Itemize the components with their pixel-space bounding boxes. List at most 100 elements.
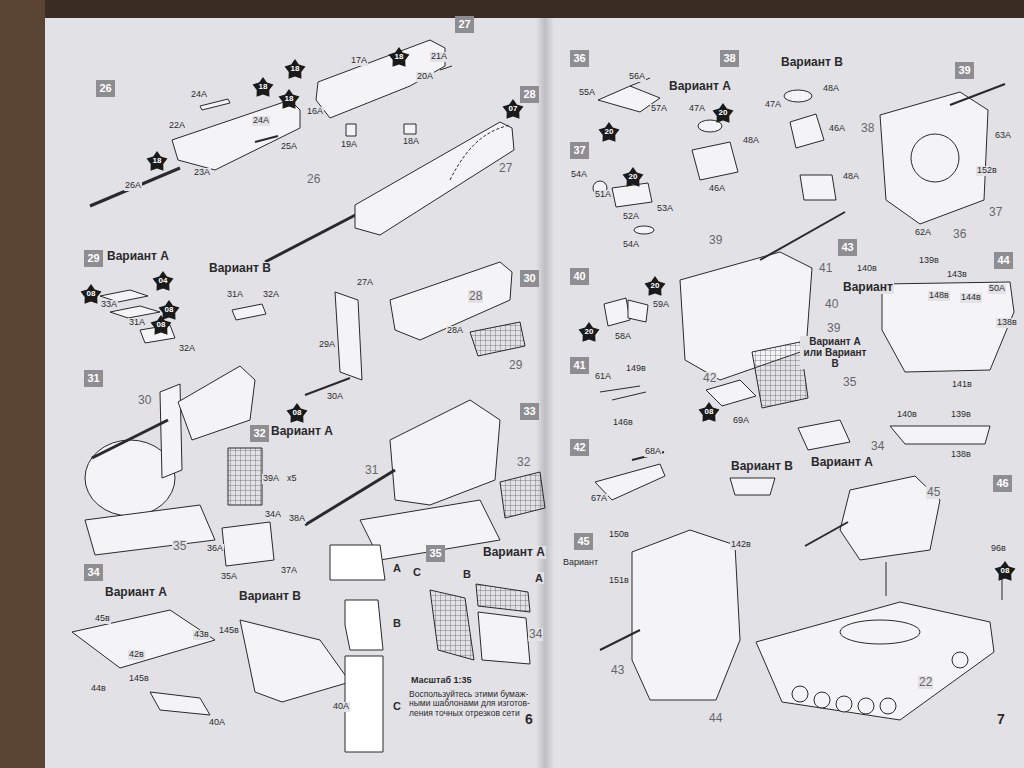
part-number: 140в: [856, 264, 878, 274]
part-number: 148в: [928, 291, 950, 301]
assembly-reference: 28: [468, 290, 483, 303]
callout-number: 18: [153, 157, 162, 165]
callout-number: 20: [651, 282, 660, 290]
assembly-reference: 32: [516, 456, 531, 469]
callout-number: 20: [585, 328, 594, 336]
part-number: 61А: [594, 372, 612, 382]
step-number-box: 29: [84, 250, 103, 267]
variant-label: Вариант А: [106, 250, 170, 263]
callout-number: 20: [605, 128, 614, 136]
step-number-box: 41: [570, 357, 589, 374]
callout-star: 20: [578, 321, 600, 343]
template-letter: А: [392, 562, 402, 574]
part-number: 43в: [193, 630, 210, 640]
part-number: 32А: [178, 344, 196, 354]
assembly-reference: 36: [952, 228, 967, 241]
part-number: x5: [286, 474, 298, 484]
step-number-box: 30: [520, 270, 539, 287]
callout-number: 18: [291, 65, 300, 73]
step-number-box: 33: [520, 403, 539, 420]
callout-star: 08: [80, 283, 102, 305]
part-number: 69А: [732, 416, 750, 426]
part-number: 145в: [128, 674, 150, 684]
variant-label: Вариант А или Вариант В: [800, 336, 870, 369]
part-number: 57А: [650, 104, 668, 114]
step-number: 30: [523, 273, 535, 284]
part-number: 30А: [326, 392, 344, 402]
page-number: 6: [524, 712, 534, 727]
assembly-reference: 45: [926, 486, 941, 499]
part-number: 29А: [318, 340, 336, 350]
template-letter: В: [392, 617, 402, 629]
callout-star: 08: [994, 560, 1016, 582]
part-number: 38А: [288, 514, 306, 524]
page-number: 7: [996, 712, 1006, 727]
callout-number: 18: [259, 83, 268, 91]
part-number: 25А: [280, 142, 298, 152]
callout-star: 18: [388, 46, 410, 68]
step-number: 41: [573, 360, 585, 371]
part-number: 144в: [960, 293, 982, 303]
callout-star: 18: [146, 150, 168, 172]
part-number: 62А: [914, 228, 932, 238]
step-number-box: 36: [570, 50, 589, 67]
step-number: 45: [577, 536, 589, 547]
step-number: 27: [458, 19, 470, 30]
step-number: 36: [573, 53, 585, 64]
step-number: 40: [573, 271, 585, 282]
part-number: 54А: [570, 170, 588, 180]
step-number: 31: [87, 373, 99, 384]
assembly-reference: 34: [870, 440, 885, 453]
part-number: 42в: [128, 650, 145, 660]
step-number-box: 38: [720, 50, 739, 67]
callout-star: 20: [644, 275, 666, 297]
part-number: 16А: [306, 107, 324, 117]
part-number: 139в: [950, 410, 972, 420]
assembly-reference: 41: [818, 262, 833, 275]
callout-number: 04: [159, 277, 168, 285]
assembly-reference: 22: [918, 676, 933, 689]
part-number: 146в: [612, 418, 634, 428]
part-number: 48А: [742, 136, 760, 146]
template-letter: С: [392, 700, 402, 712]
part-number: 32А: [262, 290, 280, 300]
assembly-reference: 42: [702, 372, 717, 385]
page-fold: [536, 18, 554, 768]
part-number: 47А: [764, 100, 782, 110]
variant-label: Вариант В: [238, 590, 302, 603]
variant-label: Вариант А: [668, 80, 732, 93]
assembly-reference: 35: [172, 540, 187, 553]
part-number: 54А: [622, 240, 640, 250]
part-number: 138в: [996, 318, 1018, 328]
assembly-reference: 43: [610, 664, 625, 677]
part-number: 149в: [625, 364, 647, 374]
part-number: 20А: [416, 72, 434, 82]
assembly-reference: 39: [708, 234, 723, 247]
callout-star: 20: [712, 102, 734, 124]
part-number: 48А: [822, 84, 840, 94]
assembly-reference: 40: [824, 298, 839, 311]
step-number-box: 42: [570, 439, 589, 456]
variant-label: Вариант А: [482, 546, 546, 559]
variant-label: Вариант А: [104, 586, 168, 599]
part-number: 46А: [828, 124, 846, 134]
callout-star: 18: [284, 58, 306, 80]
callout-number: 18: [285, 95, 294, 103]
part-drawings: [72, 40, 1014, 752]
part-number: 152в: [976, 166, 998, 176]
template-letter: С: [412, 566, 422, 578]
part-number: 39А: [262, 474, 280, 484]
assembly-reference: 44: [708, 712, 723, 725]
callout-star: 20: [622, 166, 644, 188]
callout-star: 07: [502, 98, 524, 120]
part-number: 58А: [614, 332, 632, 342]
callout-star: 20: [598, 121, 620, 143]
part-number: 31А: [128, 318, 146, 328]
cloth-edge: [0, 0, 45, 768]
callout-number: 08: [1001, 567, 1010, 575]
callout-number: 08: [157, 321, 166, 329]
callout-number: 07: [509, 105, 518, 113]
step-number-box: 26: [96, 80, 115, 97]
part-number: 40А: [208, 718, 226, 728]
assembly-reference: 37: [988, 206, 1003, 219]
